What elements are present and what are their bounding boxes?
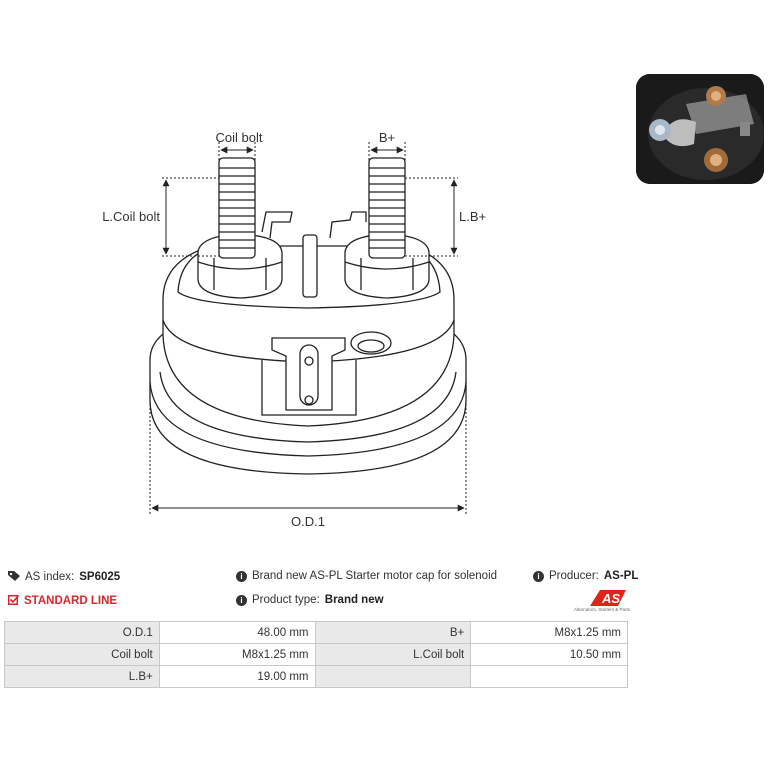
- product-type-value: Brand new: [324, 594, 384, 606]
- description: i Brand new AS-PL Starter motor cap for …: [236, 570, 497, 582]
- info-icon: i: [236, 594, 247, 606]
- standard-line-label: STANDARD LINE: [24, 595, 118, 607]
- spec-label: L.Coil bolt: [314, 643, 472, 666]
- spec-label: Coil bolt: [4, 643, 160, 666]
- spec-value: M8x1.25 mm: [158, 643, 316, 666]
- spec-label: L.B+: [4, 665, 160, 688]
- od1-label: O.D.1: [291, 514, 325, 529]
- spec-label: B+: [314, 621, 472, 644]
- table-row: Coil bolt M8x1.25 mm L.Coil bolt 10.50 m…: [4, 643, 628, 666]
- description-text: Brand new AS-PL Starter motor cap for so…: [252, 570, 498, 582]
- info-icon: i: [533, 570, 544, 582]
- spec-value: 48.00 mm: [158, 621, 316, 644]
- product-type: i Product type: Brand new: [236, 594, 384, 606]
- as-index-value: SP6025: [79, 571, 121, 583]
- standard-line: STANDARD LINE: [8, 594, 117, 608]
- spec-table: O.D.1 48.00 mm B+ M8x1.25 mm Coil bolt M…: [4, 621, 628, 688]
- producer: i Producer: AS-PL: [533, 570, 638, 582]
- table-row: L.B+ 19.00 mm: [4, 665, 628, 688]
- spec-label: O.D.1: [4, 621, 160, 644]
- producer-label: Producer:: [549, 570, 599, 582]
- checkbox-icon: [8, 594, 19, 608]
- l-b-plus-label: L.B+: [459, 209, 486, 224]
- tag-icon: [8, 570, 20, 584]
- b-plus-label: B+: [379, 130, 395, 145]
- spec-value: 10.50 mm: [470, 643, 628, 666]
- l-coil-bolt-label: L.Coil bolt: [102, 209, 160, 224]
- as-index-label: AS index:: [25, 571, 75, 583]
- logo-tagline: Alternators, Starters & Parts: [573, 607, 630, 612]
- as-pl-logo: AS Alternators, Starters & Parts: [566, 588, 630, 614]
- product-type-label: Product type:: [252, 594, 320, 606]
- product-photo: [636, 74, 764, 184]
- coil-bolt-label: Coil bolt: [216, 130, 263, 145]
- as-index: AS index: SP6025: [8, 570, 120, 584]
- logo-text: AS: [601, 591, 620, 606]
- spec-label: [314, 665, 472, 688]
- spec-value: [470, 665, 628, 688]
- table-row: O.D.1 48.00 mm B+ M8x1.25 mm: [4, 621, 628, 644]
- producer-value: AS-PL: [603, 570, 639, 582]
- info-icon: i: [236, 570, 247, 582]
- technical-drawing: Coil bolt B+ L.Coil bolt L.B+ O.D.1: [102, 130, 486, 529]
- spec-value: 19.00 mm: [158, 665, 316, 688]
- spec-value: M8x1.25 mm: [470, 621, 628, 644]
